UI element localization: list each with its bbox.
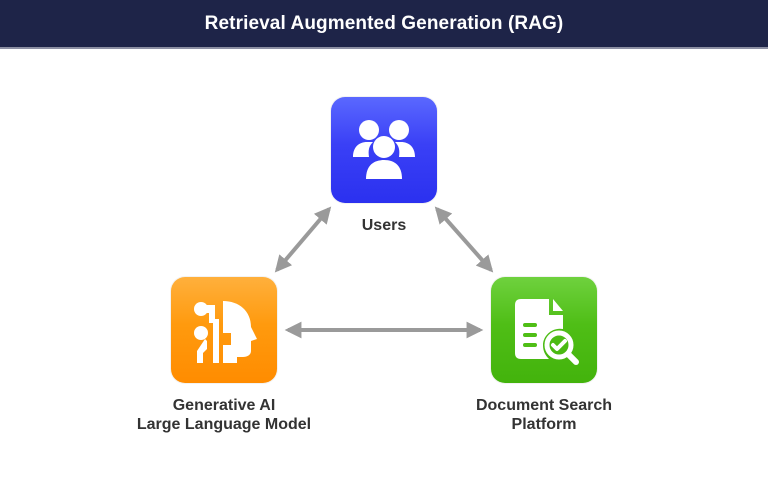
llm-node — [171, 277, 277, 383]
users-group-icon — [353, 120, 415, 179]
document-search-check-icon — [515, 299, 579, 365]
arrow-users-llm — [274, 206, 332, 273]
users-label: Users — [361, 217, 407, 234]
docs-label-line2: Platform — [511, 416, 577, 433]
users-node — [331, 97, 437, 203]
diagram-title: Retrieval Augmented Generation (RAG) — [204, 12, 564, 34]
docs-label: Document Search Platform — [444, 396, 644, 434]
arrow-users-docs — [434, 206, 494, 273]
title-bar: Retrieval Augmented Generation (RAG) — [0, 0, 768, 49]
docs-label-line1: Document Search — [475, 397, 613, 414]
ai-head-circuit-icon — [194, 301, 257, 363]
llm-label: Generative AI Large Language Model — [104, 396, 344, 434]
docs-node — [491, 277, 597, 383]
llm-label-line2: Large Language Model — [136, 416, 312, 433]
llm-label-line1: Generative AI — [172, 397, 276, 414]
